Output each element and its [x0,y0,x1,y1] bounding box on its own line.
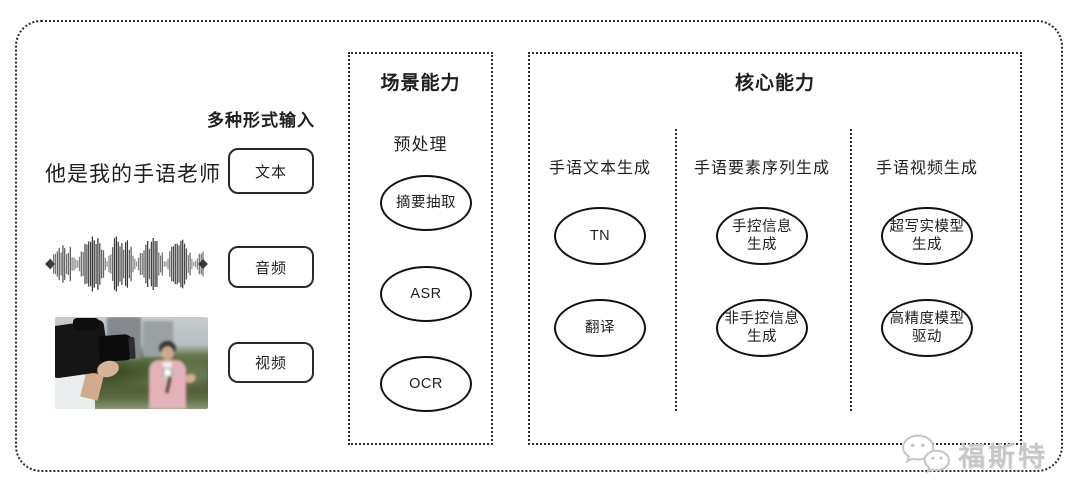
camera-operator-figure [55,317,208,409]
node-translation: 翻译 [554,299,646,357]
input-type-label: 文本 [254,163,287,181]
input-section-label: 多种形式输入 [207,111,315,130]
scene-box-title: 场景能力 [380,73,461,94]
node-tn: TN [554,207,646,265]
core-box-title: 核心能力 [734,73,815,94]
cameraman-filming-reporter-photo [55,317,208,409]
node-high-precision-model-driving: 高精度模型 驱动 [881,299,973,357]
column-header-sign-text-generation: 手语文本生成 [548,160,651,177]
node-manual-info-generation: 手控信息 生成 [716,207,808,265]
example-sentence-text: 他是我的手语老师 [45,163,221,186]
audio-waveform-icon [45,236,208,292]
column-header-sign-video-generation: 手语视频生成 [875,160,978,177]
input-type-label: 视频 [254,355,287,372]
node-asr: ASR [380,266,472,322]
column-divider [850,129,852,411]
input-type-box-video: 视频 [228,342,314,383]
node-hyperrealistic-model-generation: 超写实模型 生成 [881,207,973,265]
input-type-box-audio: 音频 [228,246,314,288]
column-header-sign-element-sequence-generation: 手语要素序列生成 [693,160,830,177]
outer-dotted-border [15,20,1063,472]
wechat-chat-bubbles-icon [902,434,950,474]
preprocess-label: 预处理 [393,135,448,154]
watermark-text: 福斯特 [958,441,1048,472]
watermark: 福斯特 [898,432,1048,476]
node-summary-extraction: 摘要抽取 [380,175,472,231]
scene-capability-box: 场景能力 预处理 摘要抽取 ASR OCR [348,52,493,445]
core-capability-box: 核心能力 手语文本生成 手语要素序列生成 手语视频生成 TN 翻译 手控信息 生… [528,52,1022,445]
node-non-manual-info-generation: 非手控信息 生成 [716,299,808,357]
input-type-label: 音频 [254,259,287,277]
node-ocr: OCR [380,356,472,412]
reporter-figure [143,341,198,409]
input-type-box-text: 文本 [228,148,314,194]
column-divider [675,129,677,411]
